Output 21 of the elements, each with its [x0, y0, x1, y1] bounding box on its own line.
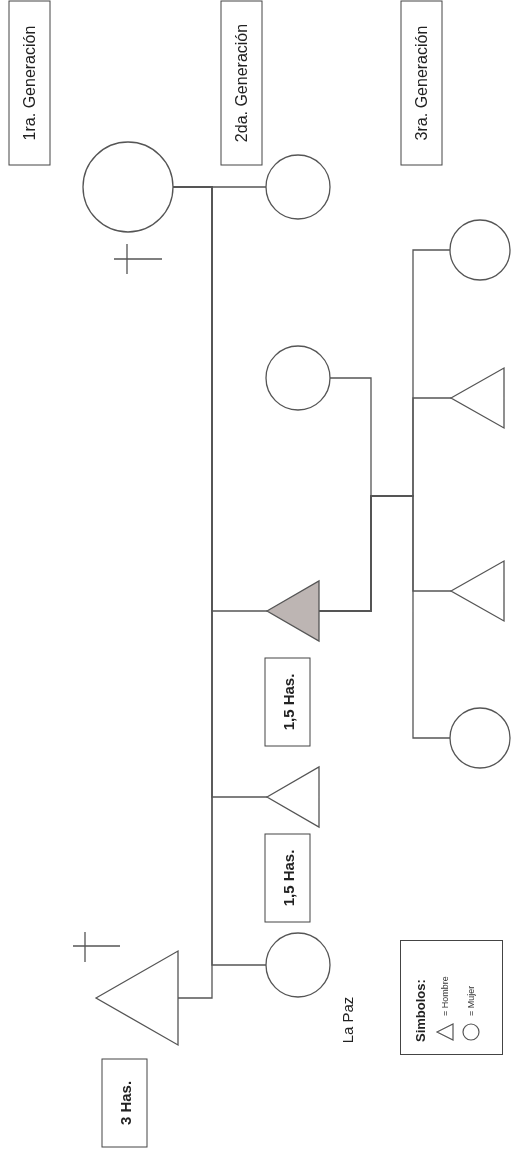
- female-circle-symbol: [264, 153, 332, 221]
- generation-label: 1ra. Generación: [8, 0, 50, 165]
- land-area-label: 1,5 Has.: [264, 657, 310, 746]
- land-area-label: 1,5 Has.: [264, 833, 310, 922]
- female-circle-symbol: [448, 706, 512, 770]
- land-area-label: 3 Has.: [101, 1058, 147, 1147]
- male-triangle-symbol: [265, 579, 321, 643]
- legend-title: Simbolos:: [413, 979, 428, 1042]
- place-label: La Paz: [338, 995, 357, 1046]
- female-circle-symbol: [81, 140, 175, 234]
- legend-text: = Mujer: [466, 985, 476, 1016]
- male-triangle-symbol: [449, 559, 506, 623]
- legend-text: = Hombre: [440, 976, 450, 1016]
- male-triangle-symbol: [265, 765, 321, 829]
- female-circle-symbol: [264, 344, 332, 412]
- female-circle-symbol: [448, 218, 512, 282]
- generation-label: 2da. Generación: [220, 0, 262, 165]
- male-triangle-symbol: [449, 366, 506, 430]
- generation-label: 3ra. Generación: [400, 0, 442, 165]
- male-triangle-symbol: [94, 949, 180, 1047]
- female-circle-symbol: [264, 931, 332, 999]
